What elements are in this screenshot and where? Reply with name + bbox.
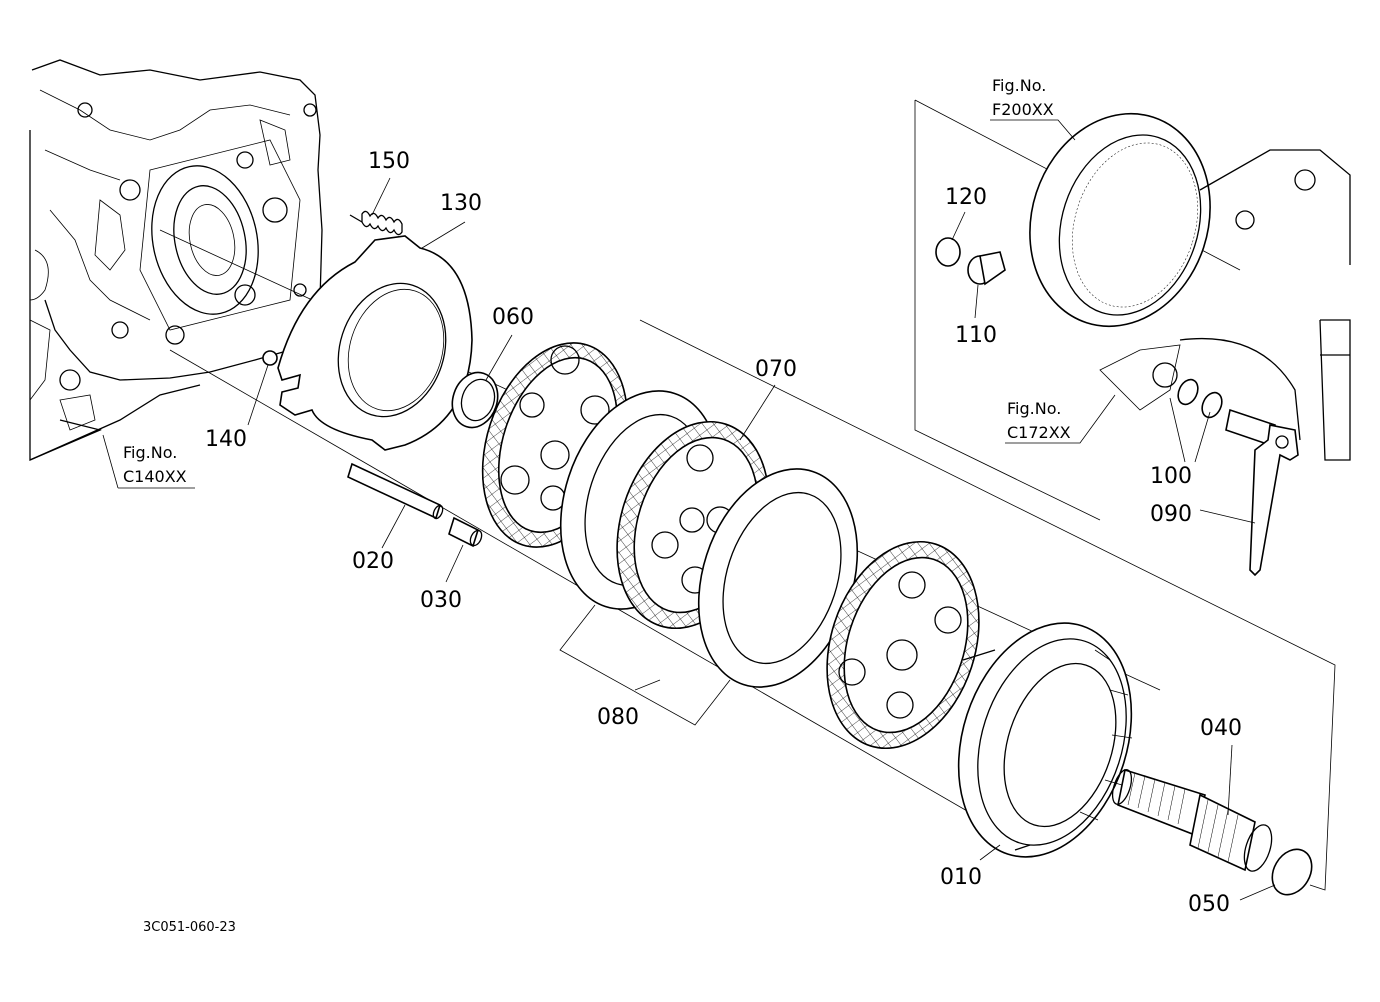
fig-ref-f200-code: F200XX	[992, 100, 1054, 119]
label-060: 060	[492, 305, 534, 330]
fig-ref-c172-label: Fig.No.	[1007, 399, 1061, 418]
bracket-080	[559, 604, 731, 726]
fig-ref-c140-code: C140XX	[123, 467, 187, 486]
part-140-ball	[262, 350, 278, 366]
fig-ref-c172-code: C172XX	[1007, 423, 1071, 442]
part-130-brake-plate	[277, 235, 473, 451]
part-070-friction-disc-3	[826, 540, 980, 750]
diagram-code: 3C051-060-23	[143, 920, 236, 935]
part-080-steel-plate-2	[697, 468, 859, 688]
part-110-collar	[967, 251, 1006, 286]
leader-lines	[102, 119, 1276, 901]
label-050: 050	[1188, 892, 1230, 917]
label-130: 130	[440, 191, 482, 216]
label-140: 140	[205, 427, 247, 452]
label-150: 150	[368, 149, 410, 174]
label-010: 010	[940, 865, 982, 890]
part-150-spring	[349, 210, 403, 236]
label-020: 020	[352, 549, 394, 574]
ring-gear	[1029, 112, 1211, 328]
label-090: 090	[1150, 502, 1192, 527]
group-bracket-right	[639, 319, 1336, 891]
part-100-o-ring-1	[1177, 378, 1199, 406]
part-040-shaft-gear	[1111, 768, 1273, 872]
label-070: 070	[755, 357, 797, 382]
fig-ref-c140-label: Fig.No.	[123, 443, 177, 462]
label-100: 100	[1150, 464, 1192, 489]
part-100-o-ring-2	[1201, 391, 1223, 419]
fig-ref-f200-label: Fig.No.	[992, 76, 1046, 95]
label-120: 120	[945, 185, 987, 210]
part-120-clip	[935, 237, 961, 267]
part-090-lever	[1225, 408, 1299, 577]
part-010-piston	[957, 622, 1133, 858]
part-060-snap-ring	[451, 371, 499, 429]
label-080: 080	[597, 705, 639, 730]
part-030-collar	[448, 516, 483, 548]
label-040: 040	[1200, 716, 1242, 741]
part-020-pin	[347, 462, 444, 520]
right-housing	[1099, 149, 1351, 461]
part-050-o-ring	[1271, 848, 1313, 896]
transmission-housing	[29, 59, 323, 461]
label-030: 030	[420, 588, 462, 613]
label-110: 110	[955, 323, 997, 348]
